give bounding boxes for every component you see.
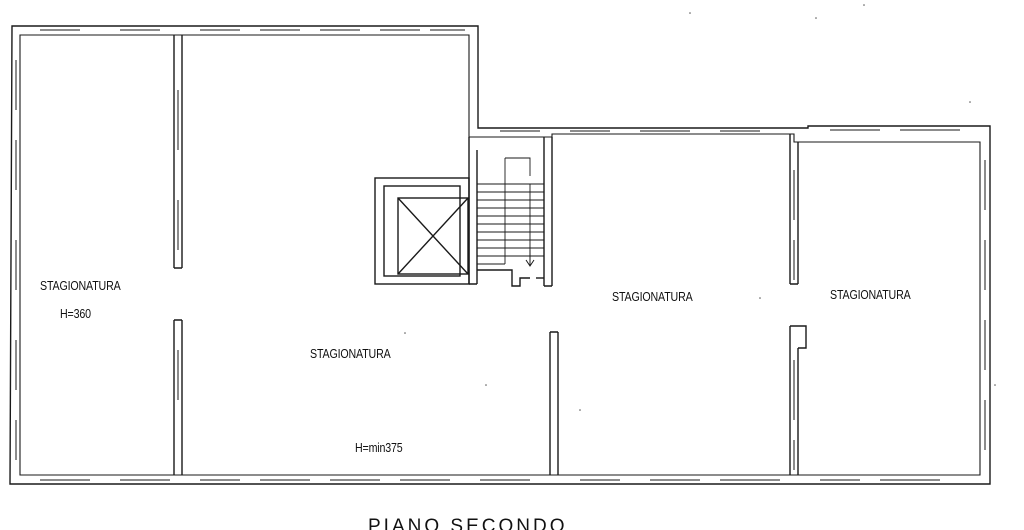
walls (9, 25, 991, 485)
room-2-height: H=min375 (355, 440, 403, 455)
elevator-cross (397, 197, 469, 275)
room-2-label: STAGIONATURA (310, 346, 391, 361)
stair-wall-right (543, 137, 553, 287)
stair-wall-left (468, 137, 478, 285)
partition-right-upper (789, 134, 799, 285)
partition-right-lower (789, 325, 807, 475)
window-marks (15, 29, 986, 481)
outer-wall-inner-line (19, 34, 981, 476)
partition-left-upper (173, 35, 183, 269)
elevator-shaft-outer (374, 177, 470, 285)
outer-wall-outer-line (9, 25, 991, 485)
scan-specks (404, 4, 996, 411)
stair-arrow (525, 250, 535, 267)
elevator-shaft-inner (383, 185, 461, 277)
elevator-cabin (397, 197, 469, 275)
partition-left-lower (173, 319, 183, 475)
stair-return-left (477, 269, 530, 287)
windows-top-right (500, 129, 960, 132)
room-1-height: H=360 (60, 306, 91, 321)
partition-middle-lower (549, 331, 559, 475)
room-1-label: STAGIONATURA (40, 278, 121, 293)
room-4-label: STAGIONATURA (830, 287, 911, 302)
room-3-label: STAGIONATURA (612, 289, 693, 304)
stair-treads (477, 157, 544, 265)
plan-title: PIANO SECONDO (368, 516, 568, 530)
